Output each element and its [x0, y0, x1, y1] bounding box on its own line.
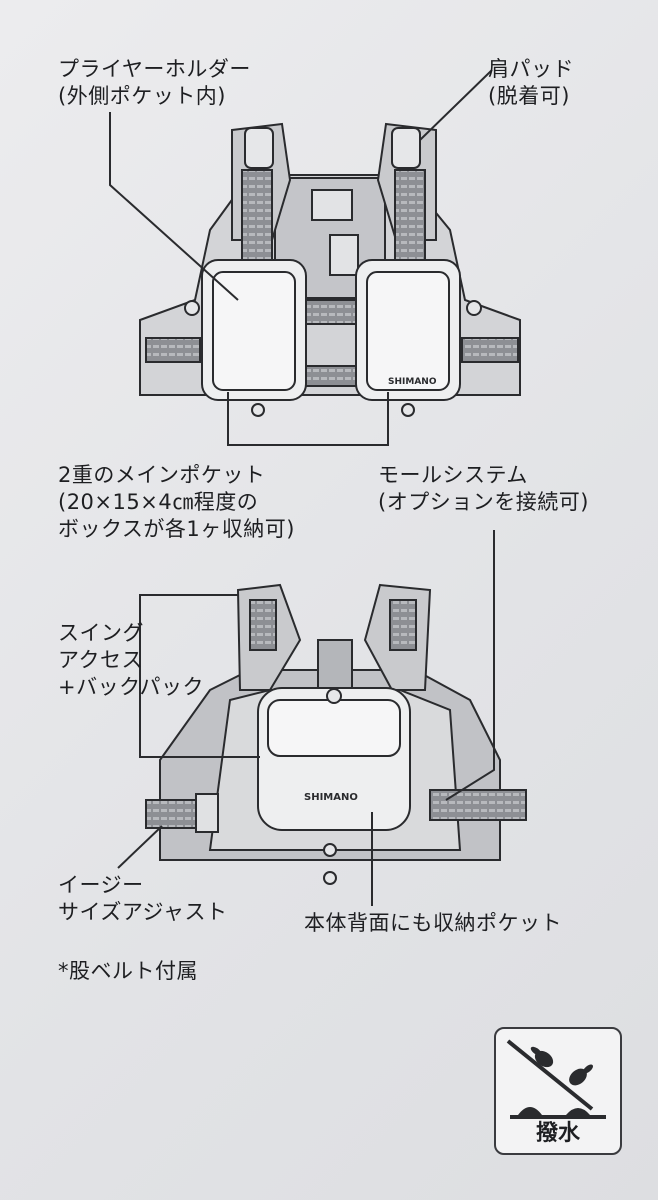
main-pocket-leader [227, 392, 389, 446]
vest-front-view [139, 122, 521, 417]
leader-lines [109, 69, 495, 906]
shoulder-pad-callout: 肩パッド (脱着可) [488, 57, 574, 108]
water-repellent-badge: 撥水 [494, 1027, 622, 1155]
swing-access-callout: スイング アクセス +バックパック [58, 621, 205, 699]
back-brand-logo: SHIMANO [304, 792, 358, 803]
water-repellent-label: 撥水 [535, 1121, 580, 1146]
molle-system-callout: モールシステム (オプションを接続可) [378, 463, 589, 514]
plier-holder-callout: プライヤーホルダー (外側ポケット内) [58, 57, 251, 108]
swing-access-leader-top [139, 594, 238, 600]
front-brand-logo: SHIMANO [388, 377, 437, 387]
back-pocket-callout: 本体背面にも収納ポケット [304, 911, 562, 935]
plier-holder-leader [109, 112, 239, 301]
water-repellent-icon [506, 1039, 606, 1119]
swing-access-leader-bottom [139, 600, 260, 758]
molle-leader [445, 530, 495, 801]
main-pocket-callout: 2重のメインポケット (20×15×4㎝程度の ボックスが各1ヶ収納可) [58, 463, 295, 541]
shoulder-pad-leader [419, 69, 493, 141]
vest-back-view [145, 583, 527, 885]
easy-size-callout: イージー サイズアジャスト [58, 873, 228, 924]
crotch-belt-note: *股ベルト付属 [58, 959, 198, 983]
easy-size-leader [117, 825, 163, 869]
